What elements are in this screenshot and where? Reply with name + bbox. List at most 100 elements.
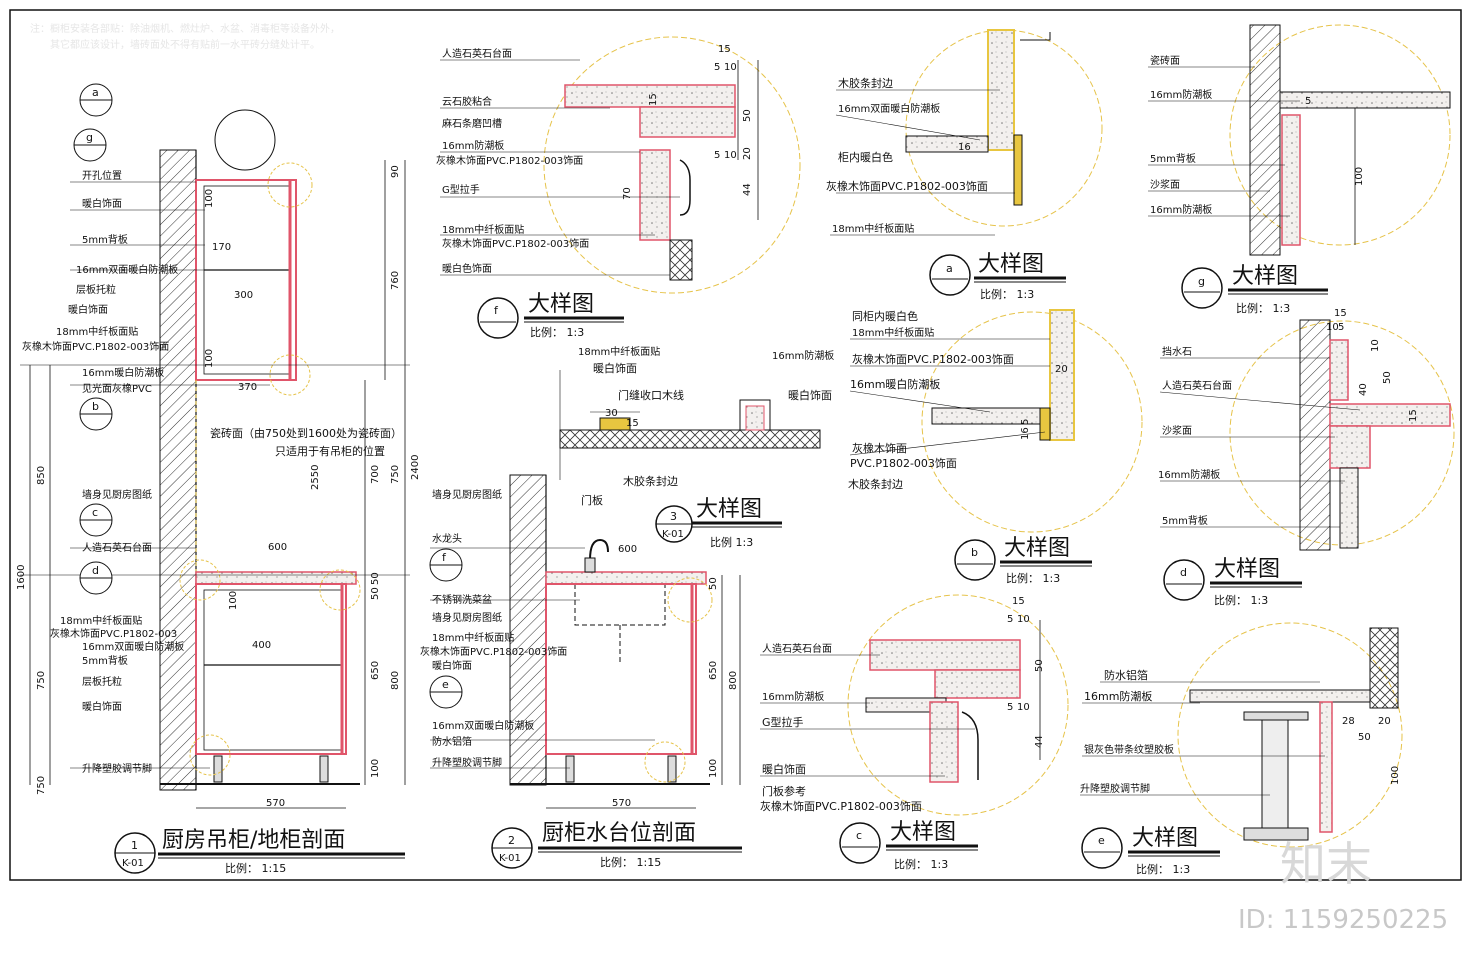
detail-d-drawing [1229, 319, 1455, 551]
dim: 750 [390, 465, 401, 484]
d3-label: 暖白饰面 [593, 361, 637, 375]
d3-label: 暖白饰面 [788, 388, 832, 402]
dim: 600 [618, 544, 637, 555]
dim: 15 [718, 44, 731, 55]
dim: 10 [1326, 322, 1339, 333]
detail-a-drawing [905, 29, 1103, 227]
g-label: 瓷砖面 [1150, 54, 1180, 67]
section-1-title-text: 厨房吊柜/地柜剖面 [162, 828, 345, 853]
s1-label: 暖白饰面 [82, 700, 122, 713]
s2-label: 防水铝箔 [432, 735, 472, 748]
e-label: 升降塑胶调节脚 [1080, 782, 1150, 795]
bubble-e: e [442, 678, 449, 691]
section-2-labels: 墙身见厨房图纸 水龙头 不锈钢洗菜盆 墙身见厨房图纸 18mm中纤板面贴 灰橡木… [420, 488, 567, 769]
dim: 1600 [16, 565, 27, 590]
dim: 800 [390, 671, 401, 690]
dim: 50 [1382, 371, 1393, 384]
dim: 570 [612, 798, 631, 809]
a-label: 灰橡木饰面PVC.P1802-003饰面 [826, 179, 988, 193]
f-label: 16mm防潮板 [442, 139, 504, 152]
dim: 850 [36, 466, 47, 485]
s1-label: 灰橡木饰面PVC.P1802-003 [50, 627, 177, 640]
section-1-bubbles: a g b c d [73, 83, 113, 595]
detail-b-title: b 大样图 比例： 1:3 [954, 536, 1092, 585]
title-bubble-top: 1 [131, 839, 138, 852]
detail-a-labels: 木胶条封边 16mm双面暖白防潮板 柜内暖白色 灰橡木饰面PVC.P1802-0… [826, 76, 1015, 236]
section-1-dims: 90 760 100 170 300 100 370 2400 2550 850… [16, 165, 421, 809]
b-label: 灰橡木饰面 [852, 441, 907, 455]
dim: 650 [370, 661, 381, 680]
dim: 30 [605, 408, 618, 419]
dim: 370 [238, 382, 257, 393]
detail-f-drawing [543, 36, 801, 294]
dim: 16 [958, 142, 971, 153]
dim: 15 [626, 418, 639, 429]
title-bubble: e [1098, 834, 1105, 847]
dim: 5 [1338, 322, 1344, 333]
watermark: 知末 ID: 1159250225 [1238, 837, 1448, 935]
f-label: 灰橡木饰面PVC.P1802-003饰面 [442, 237, 589, 250]
note-line-2: 其它都应该设计，墙砖面处不得有贴前一水平砖分缝处计平。 [50, 38, 320, 51]
b-label: 灰橡木饰面PVC.P1802-003饰面 [852, 352, 1014, 366]
d3-label: 门缝收口木线 [618, 388, 684, 402]
s1-label: 见光面灰橡PVC [82, 382, 152, 395]
dim: 760 [390, 271, 401, 290]
dim: 40 [1358, 383, 1369, 396]
dim: 50 [708, 577, 719, 590]
s1-label: 5mm背板 [82, 654, 128, 667]
f-label: 人造石英石台面 [442, 47, 512, 60]
s1-label: 人造石英石台面 [82, 541, 152, 554]
title-bubble: f [494, 304, 499, 317]
dim: 100 [204, 349, 215, 368]
f-label: G型拉手 [442, 183, 480, 196]
watermark-id: ID: 1159250225 [1238, 905, 1448, 935]
dim: 100 [708, 759, 719, 778]
detail-e-labels: 防水铝箔 16mm防潮板 银灰色带条纹塑胶板 升降塑胶调节脚 28 20 50 … [1080, 668, 1401, 796]
b-label: 18mm中纤板面贴 [852, 326, 934, 339]
detail-f-scale: 比例： 1:3 [530, 325, 584, 339]
detail-f-dims: 15 5 10 50 15 5 10 44 20 70 [622, 44, 753, 200]
b-label: PVC.P1802-003饰面 [850, 456, 957, 470]
dim: 10 [1370, 339, 1381, 352]
s2-label: 不锈钢洗菜盆 [432, 593, 492, 606]
s1-label: 暖白饰面 [68, 303, 108, 316]
f-label: 灰橡木饰面PVC.P1802-003饰面 [436, 154, 583, 167]
section-2-title-text: 厨柜水台位剖面 [542, 821, 696, 846]
detail-b-scale: 比例： 1:3 [1006, 571, 1060, 585]
detail-g-scale: 比例： 1:3 [1236, 301, 1290, 315]
bubble-c: c [92, 506, 98, 519]
detail-g-labels: 瓷砖面 16mm防潮板 5mm背板 沙浆面 16mm防潮板 5 100 [1148, 54, 1365, 217]
dim: 400 [252, 640, 271, 651]
detail-c-drawing [847, 594, 1069, 816]
section-2-dims: 600 50 650 800 100 570 [612, 544, 739, 809]
note-line-1: 注：橱柜安装各部贴：除油烟机、燃灶炉、水盆、消毒柜等设备外外， [30, 22, 340, 35]
dim: 5 [714, 62, 720, 73]
g-label: 5mm背板 [1150, 152, 1196, 165]
section-1-scale: 比例： 1:15 [225, 861, 286, 875]
dim: 10 [724, 62, 737, 73]
title-bubble-bottom: K-01 [499, 853, 521, 864]
detail-c-labels: 人造石英石台面 16mm防潮板 G型拉手 暖白饰面 门板参考 灰橡木饰面PVC.… [760, 596, 1045, 813]
dim: 650 [708, 661, 719, 680]
a-label: 16mm双面暖白防潮板 [838, 102, 940, 115]
c-label: 门板参考 [762, 784, 806, 798]
bubble-g: g [86, 131, 93, 144]
c-label: 暖白饰面 [762, 762, 806, 776]
dim: 16 [1020, 427, 1031, 440]
section-2-bubbles: f e [429, 548, 463, 709]
detail-e-drawing [1177, 622, 1403, 848]
detail-b-drawing [921, 309, 1143, 533]
detail-c-scale: 比例： 1:3 [894, 857, 948, 871]
dim: 100 [1390, 766, 1401, 785]
sheet-border [9, 9, 1462, 881]
section-1-drawing [20, 109, 410, 809]
s2-label: 墙身见厨房图纸 [432, 488, 502, 501]
detail-a-scale: 比例： 1:3 [980, 287, 1034, 301]
detail-f-title-text: 大样图 [528, 292, 594, 317]
detail-e-title: e 大样图 比例： 1:3 [1081, 826, 1220, 876]
a-label: 18mm中纤板面贴 [832, 222, 914, 235]
c-label: 灰橡木饰面PVC.P1802-003饰面 [760, 799, 922, 813]
detail-c-title-text: 大样图 [890, 820, 956, 845]
title-bubble: b [971, 546, 978, 559]
section-2-drawing [430, 474, 741, 809]
